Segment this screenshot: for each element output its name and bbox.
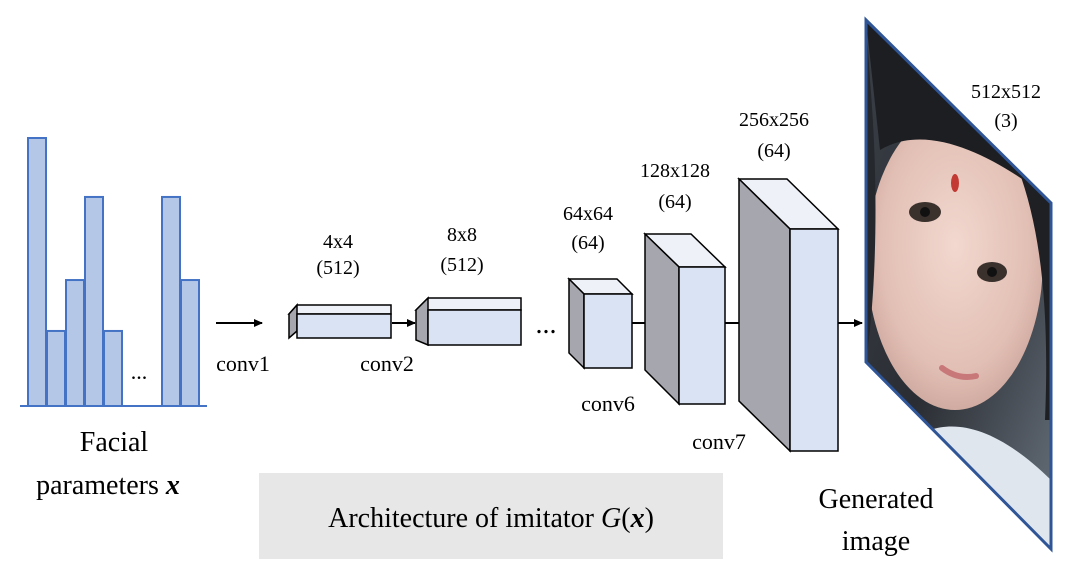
- layer-size-128x128: 128x128: [640, 160, 710, 182]
- parameter-bar: [84, 195, 104, 407]
- layer-block-4x4: [287, 303, 392, 340]
- layer-block-64x64: [567, 277, 634, 370]
- output-label-line2: image: [842, 526, 910, 557]
- layer-name-conv1: conv1: [216, 351, 270, 376]
- layer-size-4x4: 4x4: [323, 231, 353, 253]
- layer-channels-64x64: (64): [571, 232, 604, 254]
- output-label-line1: Generated: [818, 484, 933, 515]
- facial-parameter-bars: [27, 137, 200, 408]
- layer-channels-4x4: (512): [316, 257, 359, 279]
- layer-name-conv2: conv2: [360, 351, 414, 376]
- layer-size-64x64: 64x64: [563, 203, 613, 225]
- facial-label-line1: Facial: [80, 427, 149, 458]
- facial-label-symbol: x: [165, 470, 180, 501]
- facial-label-word: parameters: [36, 470, 159, 501]
- layers-ellipsis: ...: [536, 309, 557, 340]
- caption-paren-open: (: [621, 503, 630, 534]
- layer-name-conv6: conv6: [581, 391, 635, 416]
- parameter-bar: [161, 195, 181, 407]
- layer-channels-128x128: (64): [658, 191, 691, 213]
- parameter-bar: [180, 279, 200, 408]
- parameter-bar: [65, 279, 85, 408]
- caption-box: [259, 473, 723, 559]
- caption-text: Architecture of imitator G(x): [328, 503, 654, 534]
- layer-name-conv7: conv7: [692, 429, 746, 454]
- output-size: 512x512: [971, 81, 1041, 103]
- output-channels: (3): [994, 110, 1017, 132]
- layer-block-256x256: [737, 177, 840, 453]
- caption-arg: x: [630, 503, 645, 534]
- parameter-bar: [27, 137, 47, 407]
- caption-paren-close: ): [645, 503, 654, 534]
- layer-size-256x256: 256x256: [739, 109, 809, 131]
- caption-func: G: [601, 503, 621, 534]
- facial-label-line2: parameters x: [36, 470, 180, 501]
- caption-title: Architecture of imitator: [328, 503, 595, 534]
- layer-block-8x8: [414, 296, 522, 347]
- bars-ellipsis: ...: [131, 359, 148, 384]
- layer-size-8x8: 8x8: [447, 224, 477, 246]
- layer-channels-8x8: (512): [440, 254, 483, 276]
- layer-channels-256x256: (64): [757, 140, 790, 162]
- parameter-bar: [103, 329, 123, 407]
- parameter-bar: [46, 329, 66, 407]
- layer-block-128x128: [643, 232, 727, 406]
